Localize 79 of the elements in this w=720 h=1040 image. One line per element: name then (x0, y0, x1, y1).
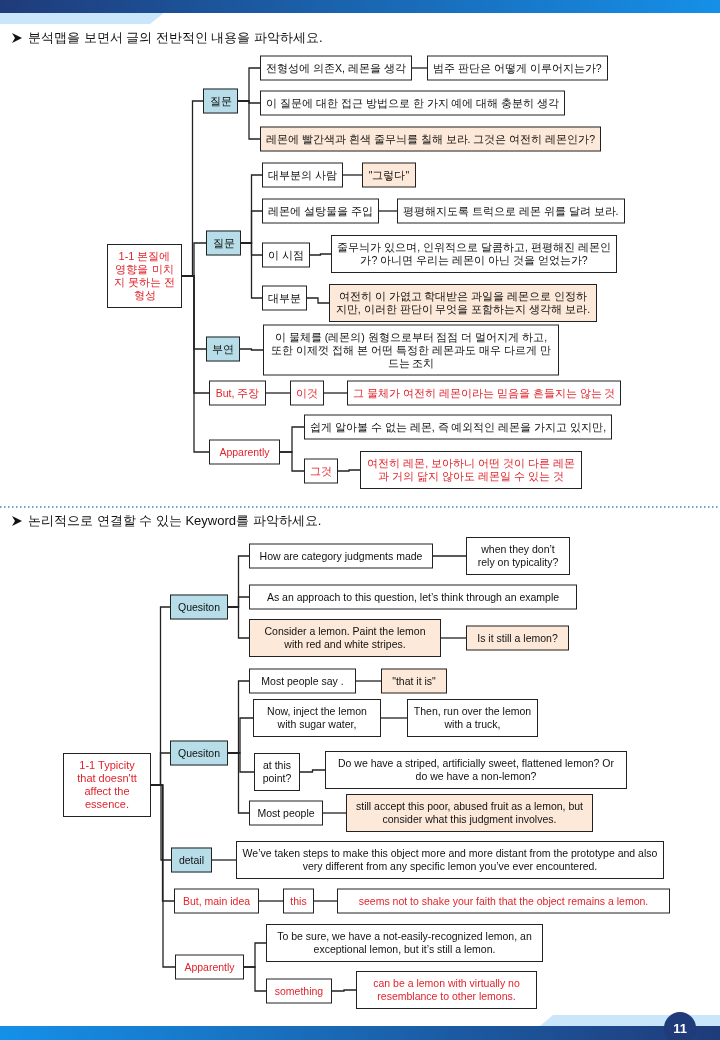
connector-line (440, 637, 467, 639)
connector-line (380, 717, 408, 719)
connector-line (227, 606, 250, 639)
text-box: Now, inject the lemon with sugar water, (253, 699, 381, 737)
text-box: 이 물체를 (레몬의) 원형으로부터 점점 더 멀어지게 하고, 또한 이제껏 접해 본 어떤 특정한 레몬과도 매우 다르게 만드는 조치 (263, 324, 559, 376)
connector-line (323, 392, 348, 394)
text-box: 대부분 (262, 285, 307, 311)
heading: 분석맵을 보면서 글의 전반적인 내용을 파악하세요. (28, 29, 323, 47)
text-box: Then, run over the lemon with a truck, (407, 699, 538, 737)
category-box: detail (171, 847, 212, 873)
connector-line (211, 859, 237, 861)
highlight-box: Consider a lemon. Paint the lemon with red and white stripes. (249, 619, 441, 657)
text-box: Do we have a striped, artificially sweet, flattened lemon? Or do we have a non-lemon? (325, 751, 627, 789)
key-point-box: 여전히 레몬, 보아하니 어떤 것이 다른 레몬과 거의 닮지 않아도 레몬일 수 있는 것 (360, 451, 582, 489)
key-point-box: But, 주장 (209, 380, 266, 406)
connector-line (306, 297, 330, 304)
connector-line (355, 680, 382, 682)
connector-line (378, 210, 398, 212)
text-box: at this point? (254, 753, 300, 791)
key-point-box: 그것 (304, 458, 338, 484)
key-point-box: something (266, 978, 332, 1004)
connector-line (322, 812, 347, 814)
text-box: 전형성에 의존X, 레몬을 생각 (260, 55, 412, 81)
text-box: 줄무늬가 있으며, 인위적으로 달콤하고, 편평해진 레몬인가? 아니면 우리는 레몬이 아닌 것을 얻었는가? (331, 235, 617, 273)
connector-line (313, 900, 338, 902)
connector-line (239, 348, 264, 351)
category-box: 질문 (203, 88, 238, 114)
category-box: Quesiton (170, 740, 228, 766)
text-box: 이 시점 (262, 242, 310, 268)
highlight-box: 여전히 이 가엾고 학대받은 과일을 레몬으로 인정하지만, 이러한 판단이 무엇을 포함하는지 생각해 보라. (329, 284, 597, 322)
key-point-box: Apparently (175, 954, 244, 980)
connector-line (265, 392, 291, 394)
text-box: 범주 판단은 어떻게 이루어지는가? (427, 55, 608, 81)
text-box: We’ve taken steps to make this object more and more distant from the prototype and also very different from any specific lemon you’ve ever encountered. (236, 841, 664, 879)
text-box: 대부분의 사람 (262, 162, 343, 188)
text-box: when they don’t rely on typicality? (466, 537, 570, 575)
connector-line (279, 451, 305, 472)
connector-line (258, 900, 284, 902)
key-point-box: But, main idea (174, 888, 259, 914)
page-number: 11 (664, 1012, 696, 1040)
highlight-box: still accept this poor, abused fruit as a lemon, but consider what this judgment involves. (346, 794, 593, 832)
connector-line (237, 100, 261, 140)
text-box: Most people (249, 800, 323, 826)
key-point-box: 그 물체가 여전히 레몬이라는 믿음을 흔들지는 않는 것 (347, 380, 622, 406)
connector-line (309, 253, 332, 256)
text-box: As an approach to this question, let’s think through an example (249, 584, 577, 610)
connector-line (227, 752, 250, 814)
connector-line (331, 989, 357, 992)
category-box: 질문 (206, 230, 241, 256)
connector-line (411, 67, 428, 69)
key-point-box: Apparently (209, 439, 280, 465)
connector-line (342, 174, 363, 176)
text-box: 이 질문에 대한 접근 방법으로 한 가지 예에 대해 충분히 생각 (260, 90, 566, 116)
highlight-box: "that it is" (381, 668, 447, 694)
connector-line (432, 555, 467, 557)
topic-box: 1-1 Typicity that doesn'tt affect the essence. (63, 753, 151, 817)
connector-line (181, 275, 210, 453)
highlight-box: 레몬에 빨간색과 흰색 줄무늬를 칠해 보라. 그것은 여전히 레몬인가? (260, 126, 602, 152)
connector-line (299, 769, 326, 773)
key-point-box: this (283, 888, 314, 914)
connector-line (240, 242, 263, 299)
connector-line (243, 966, 267, 992)
text-box: To be sure, we have a not-easily-recognized lemon, an exceptional lemon, but it’s still a lemon. (266, 924, 543, 962)
topic-box: 1-1 본질에 영향을 미치지 못하는 전형성 (107, 244, 182, 308)
text-box: 쉽게 알아볼 수 없는 레몬, 즉 예외적인 레몬을 가지고 있지만, (304, 414, 613, 440)
key-point-box: can be a lemon with virtually no resemblance to other lemons. (356, 971, 537, 1009)
text-box: 평평해지도록 트럭으로 레몬 위를 달려 보라. (397, 198, 625, 224)
text-box: 레몬에 설탕물을 주입 (262, 198, 379, 224)
connector-line (337, 469, 361, 472)
connector-line (150, 784, 176, 968)
text-box: How are category judgments made (249, 543, 433, 569)
key-point-box: seems not to shake your faith that the object remains a lemon. (337, 888, 670, 914)
highlight-box: Is it still a lemon? (466, 625, 569, 651)
heading: 논리적으로 연결할 수 있는 Keyword를 파악하세요. (28, 512, 322, 530)
category-box: 부연 (206, 336, 240, 362)
key-point-box: 이것 (290, 380, 324, 406)
text-box: Most people say . (249, 668, 356, 694)
category-box: Quesiton (170, 594, 228, 620)
highlight-box: "그렇다" (362, 162, 416, 188)
